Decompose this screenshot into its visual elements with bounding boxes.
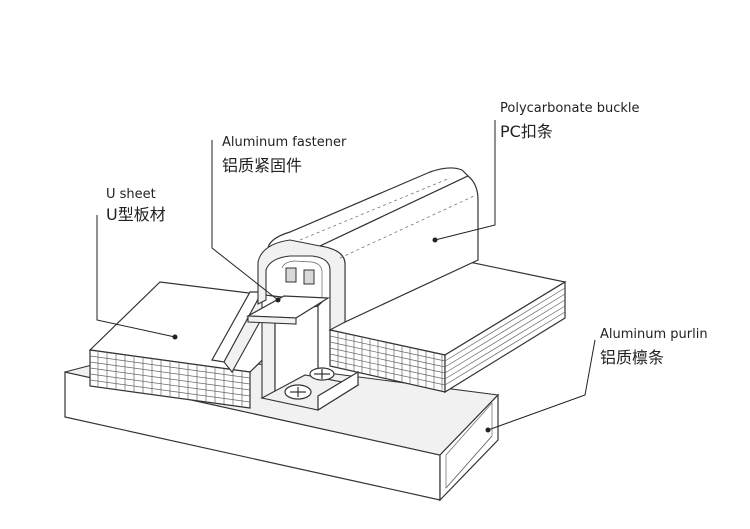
sheet-layer-line (444, 293, 566, 368)
u-sheet-label-en: U sheet (106, 187, 156, 202)
sheet-layer-line (444, 305, 566, 380)
screw-icon (284, 384, 312, 400)
fastener-top-plate (245, 295, 330, 325)
screw-icon (309, 367, 335, 381)
polycarbonate-buckle-label-zh: PC扣条 (500, 122, 553, 141)
sheet-layer-line (444, 287, 566, 362)
aluminum-fastener-label-en: Aluminum fastener (222, 135, 347, 150)
sheet-layer-line (444, 299, 566, 374)
u-sheet-label-zh: U型板材 (106, 205, 166, 224)
right-sheet (328, 257, 567, 394)
polycarbonate-buckle (257, 167, 479, 331)
aluminum-purlin-label-en: Aluminum purlin (600, 327, 708, 342)
sheet-layer-line (444, 311, 566, 386)
aluminum-fastener-label-zh: 铝质紧固件 (222, 156, 303, 175)
polycarbonate-buckle-label-en: Polycarbonate buckle (500, 101, 640, 116)
leader-lines (96, 120, 596, 433)
aluminum-purlin-label-zh: 铝质檩条 (600, 348, 665, 367)
